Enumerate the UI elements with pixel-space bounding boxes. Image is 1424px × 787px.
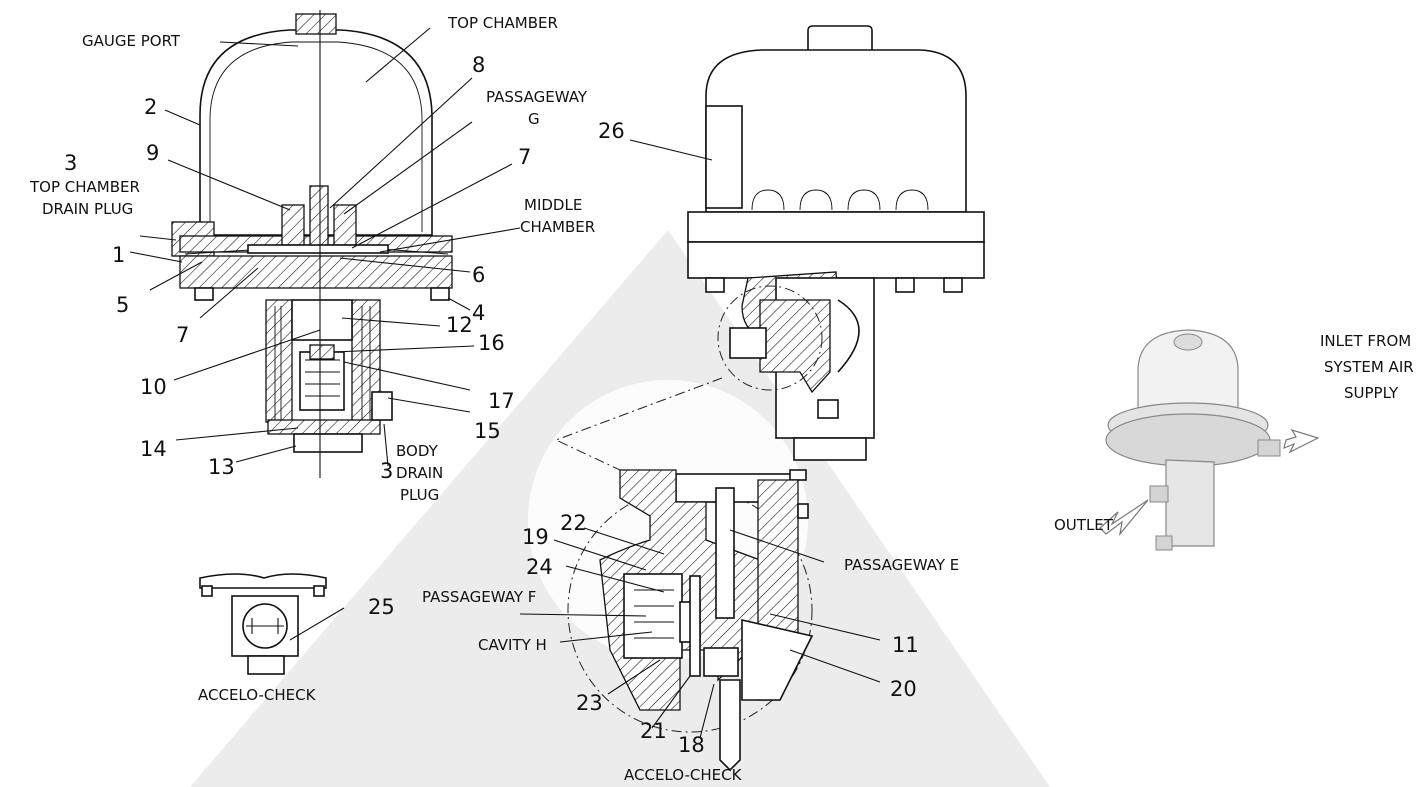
label-body-drain-plug-1: BODY — [396, 442, 439, 460]
leader-2 — [164, 109, 201, 126]
leader-11 — [769, 613, 881, 641]
part-number-3a: 3 — [64, 151, 77, 175]
part-number-16: 16 — [478, 331, 505, 355]
label-passageway-g-1: PASSAGEWAY — [486, 88, 588, 106]
leader-passageway-g — [343, 121, 473, 215]
label-passageway-f: PASSAGEWAY F — [422, 588, 536, 606]
part-numbers: 1 2 3 3 4 5 6 7 7 8 9 10 11 12 13 14 15 … — [64, 53, 919, 757]
part-number-5: 5 — [116, 293, 129, 317]
part-number-7b: 7 — [176, 323, 189, 347]
label-middle-chamber-1: MIDDLE — [524, 196, 582, 214]
part-number-2: 2 — [144, 95, 157, 119]
accelo-check-small-view — [199, 573, 345, 675]
part-number-22: 22 — [560, 511, 587, 535]
label-top-chamber: TOP CHAMBER — [447, 14, 558, 32]
leader-cavity-h — [559, 631, 653, 643]
leader-9 — [167, 159, 291, 211]
leader-4 — [447, 297, 471, 311]
part-number-23: 23 — [576, 691, 603, 715]
part-number-13: 13 — [208, 455, 235, 479]
label-passageway-g-2: G — [528, 110, 540, 128]
label-middle-chamber-2: CHAMBER — [520, 218, 595, 236]
part-number-7a: 7 — [518, 145, 531, 169]
label-top-chamber-drain-plug-2: DRAIN PLUG — [42, 200, 133, 218]
label-top-chamber-drain-plug-1: TOP CHAMBER — [29, 178, 140, 196]
label-gauge-port: GAUGE PORT — [82, 32, 181, 50]
leader-3b — [383, 423, 389, 467]
label-accelo-check-small: ACCELO-CHECK — [198, 686, 317, 704]
render-3d-view — [1099, 329, 1320, 551]
leader-24 — [565, 565, 665, 593]
part-number-9: 9 — [146, 141, 159, 165]
leader-17 — [343, 361, 471, 391]
leader-top-chamber — [365, 27, 431, 83]
part-number-25: 25 — [368, 595, 395, 619]
leader-passageway-f — [519, 613, 647, 617]
part-number-10: 10 — [140, 375, 167, 399]
exterior-view — [687, 25, 985, 461]
detail-callout-line — [554, 377, 723, 471]
leader-gauge-port — [219, 41, 299, 47]
part-number-17: 17 — [488, 389, 515, 413]
leader-18 — [699, 683, 715, 739]
leader-middle-chamber — [379, 227, 521, 253]
label-accelo-check-detail: ACCELO-CHECK — [624, 766, 743, 784]
part-number-3b: 3 — [380, 459, 393, 483]
leader-10 — [173, 329, 321, 381]
part-number-8: 8 — [472, 53, 485, 77]
part-number-24: 24 — [526, 555, 553, 579]
leader-6 — [339, 257, 471, 273]
part-number-12: 12 — [446, 313, 473, 337]
leaders-left — [129, 27, 521, 467]
text-labels: GAUGE PORT TOP CHAMBER PASSAGEWAY G TOP … — [29, 14, 1414, 784]
label-body-drain-plug-2: DRAIN — [396, 464, 443, 482]
leader-13 — [235, 445, 297, 463]
leader-20 — [789, 649, 881, 683]
leaders-detail — [519, 527, 881, 739]
part-number-14: 14 — [140, 437, 167, 461]
label-inlet-1: INLET FROM — [1320, 332, 1411, 350]
label-outlet: OUTLET — [1054, 516, 1114, 534]
leader-19 — [553, 539, 647, 571]
leader-26 — [629, 139, 713, 161]
label-inlet-3: SUPPLY — [1344, 384, 1399, 402]
leader-23 — [607, 659, 661, 695]
leader-8 — [329, 77, 473, 209]
label-cavity-h: CAVITY H — [478, 636, 547, 654]
part-number-1: 1 — [112, 243, 125, 267]
label-body-drain-plug-3: PLUG — [400, 486, 439, 504]
leader-12 — [341, 317, 441, 327]
part-number-15: 15 — [474, 419, 501, 443]
leader-3a — [139, 235, 177, 241]
leader-15 — [387, 397, 471, 413]
leader-21 — [651, 675, 691, 729]
part-number-26: 26 — [598, 119, 625, 143]
leader-22 — [583, 527, 665, 555]
part-number-6: 6 — [472, 263, 485, 287]
leader-1 — [129, 251, 183, 263]
label-passageway-e: PASSAGEWAY E — [844, 556, 959, 574]
leader-5 — [149, 261, 203, 291]
part-number-19: 19 — [522, 525, 549, 549]
leader-14 — [175, 427, 299, 441]
leader-7a — [351, 163, 513, 249]
part-number-4: 4 — [472, 301, 485, 325]
part-number-11: 11 — [892, 633, 919, 657]
leader-passageway-e — [729, 529, 825, 563]
part-number-18: 18 — [678, 733, 705, 757]
leader-25 — [289, 607, 345, 641]
cross-section-main — [171, 10, 453, 478]
label-inlet-2: SYSTEM AIR — [1324, 358, 1414, 376]
leader-7b — [199, 267, 259, 319]
detail-view — [567, 469, 814, 772]
leader-16 — [333, 345, 475, 353]
part-number-20: 20 — [890, 677, 917, 701]
part-number-21: 21 — [640, 719, 667, 743]
